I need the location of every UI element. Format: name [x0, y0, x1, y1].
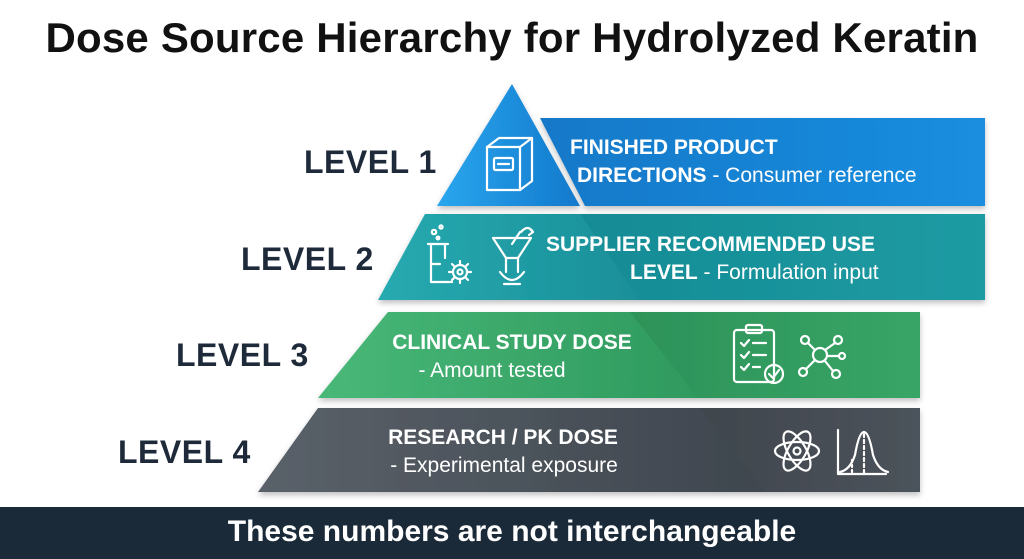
level-4-heading: RESEARCH / PK DOSE: [388, 426, 618, 449]
level-2-detail: - Formulation input: [697, 261, 879, 284]
level-2-label: LEVEL 2: [241, 241, 374, 277]
distribution-curve-icon: [836, 428, 890, 476]
level-4-band: [258, 408, 920, 492]
funnel-mixing-icon: [491, 226, 535, 286]
level-1-band: [437, 84, 985, 206]
clipboard-check-icon: [732, 323, 785, 385]
pyramid-diagram: [258, 84, 985, 492]
level-4-detail: - Experimental exposure: [390, 454, 618, 477]
level-2-heading-line-1: SUPPLIER RECOMMENDED USE: [546, 233, 876, 256]
footer-banner: These numbers are not interchangeable: [0, 507, 1024, 559]
level-4-label: LEVEL 4: [118, 434, 251, 470]
level-4-text: RESEARCH / PK DOSE - Experimental exposu…: [372, 424, 652, 480]
level-3-band: [318, 312, 920, 398]
level-3-label: LEVEL 3: [176, 337, 309, 373]
diagram-title: Dose Source Hierarchy for Hydrolyzed Ker…: [45, 14, 979, 61]
level-1-heading-line-1: FINISHED PRODUCT: [570, 136, 778, 159]
level-1-detail: - Consumer reference: [706, 164, 917, 187]
level-2-text: SUPPLIER RECOMMENDED USE LEVEL - Formula…: [543, 231, 973, 287]
level-1-text: FINISHED PRODUCT DIRECTIONS - Consumer r…: [568, 134, 978, 190]
level-1-heading-line-2: DIRECTIONS: [577, 164, 707, 187]
level-3-text: CLINICAL STUDY DOSE - Amount tested: [372, 329, 652, 385]
level-2-heading-line-2: LEVEL: [630, 261, 698, 284]
level-3-heading: CLINICAL STUDY DOSE: [392, 331, 632, 354]
atom-icon: [773, 430, 821, 472]
molecule-network-icon: [797, 334, 847, 380]
beaker-gear-icon: [426, 224, 473, 285]
level-3-detail: - Amount tested: [418, 359, 566, 382]
product-box-icon: [485, 136, 534, 192]
level-1-label: LEVEL 1: [304, 144, 437, 180]
